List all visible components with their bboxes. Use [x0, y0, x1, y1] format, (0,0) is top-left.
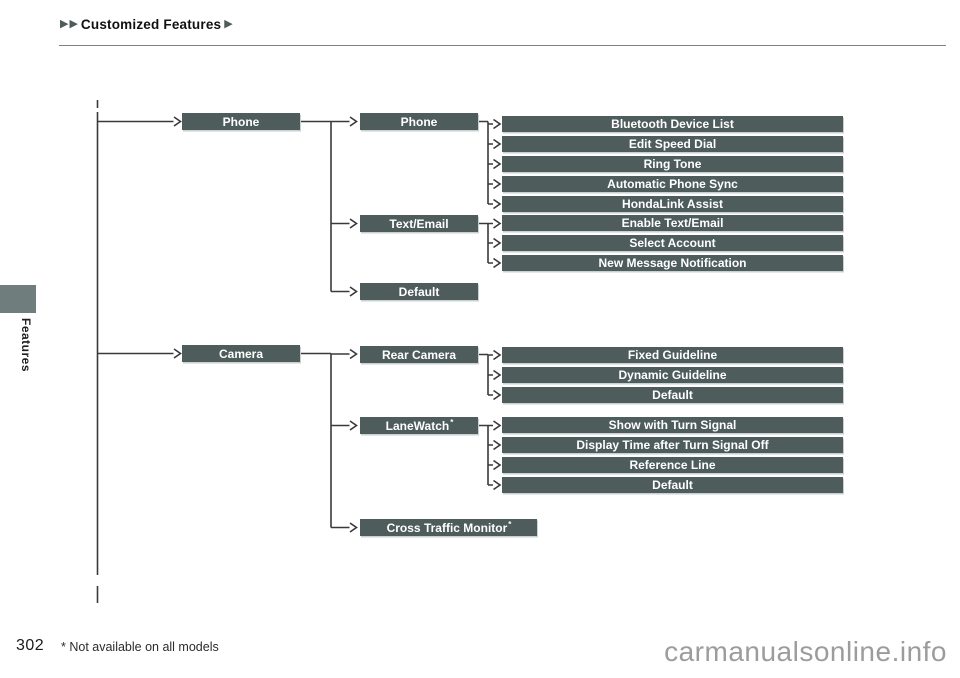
- node-show-with-turn-signal: Show with Turn Signal: [502, 417, 843, 433]
- node-lanewatch-default: Default: [502, 477, 843, 493]
- node-automatic-phone-sync: Automatic Phone Sync: [502, 176, 843, 192]
- node-hondalink-assist: HondaLink Assist: [502, 196, 843, 212]
- node-lanewatch-label: LaneWatch: [385, 418, 450, 433]
- chapter-tab: [0, 285, 36, 313]
- node-lanewatch: LaneWatch*: [360, 417, 478, 434]
- breadcrumb: ▶▶ Customized Features ▶: [60, 17, 233, 32]
- page-number: 302: [16, 637, 45, 654]
- node-edit-speed-dial: Edit Speed Dial: [502, 136, 843, 152]
- breadcrumb-arrows-icon: ▶▶: [60, 18, 79, 30]
- watermark: carmanualsonline.info: [664, 636, 947, 667]
- cross-traffic-asterisk: *: [508, 519, 512, 529]
- node-display-time-after-turn-signal-off: Display Time after Turn Signal Off: [502, 437, 843, 453]
- node-enable-text-email: Enable Text/Email: [502, 215, 843, 231]
- node-dynamic-guideline: Dynamic Guideline: [502, 367, 843, 383]
- footnote: * Not available on all models: [61, 640, 219, 654]
- node-bluetooth-device-list: Bluetooth Device List: [502, 116, 843, 132]
- chapter-tab-label: Features: [19, 318, 33, 373]
- node-fixed-guideline: Fixed Guideline: [502, 347, 843, 363]
- node-rear-camera: Rear Camera: [360, 346, 478, 363]
- node-rear-camera-default: Default: [502, 387, 843, 403]
- header-divider: [59, 45, 946, 46]
- node-text-email: Text/Email: [360, 215, 478, 232]
- lanewatch-asterisk: *: [450, 417, 454, 427]
- breadcrumb-trailing-arrow-icon: ▶: [224, 18, 233, 30]
- node-cross-traffic-monitor: Cross Traffic Monitor*: [360, 519, 537, 536]
- node-phone-l2: Phone: [360, 113, 478, 130]
- node-ring-tone: Ring Tone: [502, 156, 843, 172]
- node-phone-l1: Phone: [182, 113, 300, 130]
- page-title: Customized Features: [80, 17, 222, 32]
- node-reference-line: Reference Line: [502, 457, 843, 473]
- node-new-message-notification: New Message Notification: [502, 255, 843, 271]
- node-cross-traffic-label: Cross Traffic Monitor: [386, 520, 508, 535]
- node-phone-default: Default: [360, 283, 478, 300]
- node-camera-l1: Camera: [182, 345, 300, 362]
- node-select-account: Select Account: [502, 235, 843, 251]
